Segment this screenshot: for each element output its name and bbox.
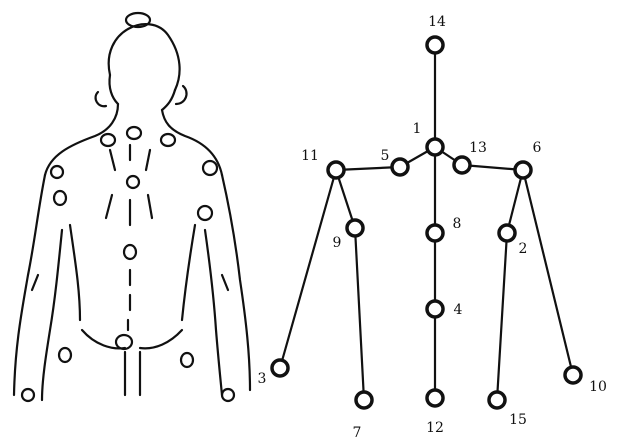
bone-2-15 — [495, 231, 509, 402]
joint-label-2: 2 — [519, 241, 528, 257]
joint-label-6: 6 — [533, 140, 542, 156]
bone-9-7 — [353, 226, 366, 402]
joint-label-15: 15 — [509, 412, 527, 428]
joint-label-9: 9 — [333, 235, 342, 251]
joint-label-10: 10 — [589, 379, 607, 395]
joint-label-12: 12 — [426, 420, 444, 436]
joint-label-3: 3 — [258, 371, 267, 387]
joint-label-1: 1 — [413, 121, 422, 137]
bone-11-3 — [278, 168, 338, 370]
joint-label-11: 11 — [301, 148, 319, 164]
bone-13-6 — [460, 163, 525, 172]
joint-label-8: 8 — [453, 216, 462, 232]
joint-label-13: 13 — [469, 140, 487, 156]
joint-label-4: 4 — [454, 302, 463, 318]
bone-6-2 — [505, 168, 525, 235]
bone-6-10 — [521, 168, 575, 377]
joint-label-5: 5 — [381, 148, 390, 164]
bone-11-9 — [334, 168, 357, 230]
bone-5-11 — [334, 165, 402, 172]
joint-label-7: 7 — [353, 425, 362, 441]
joint-label-14: 14 — [428, 14, 446, 30]
